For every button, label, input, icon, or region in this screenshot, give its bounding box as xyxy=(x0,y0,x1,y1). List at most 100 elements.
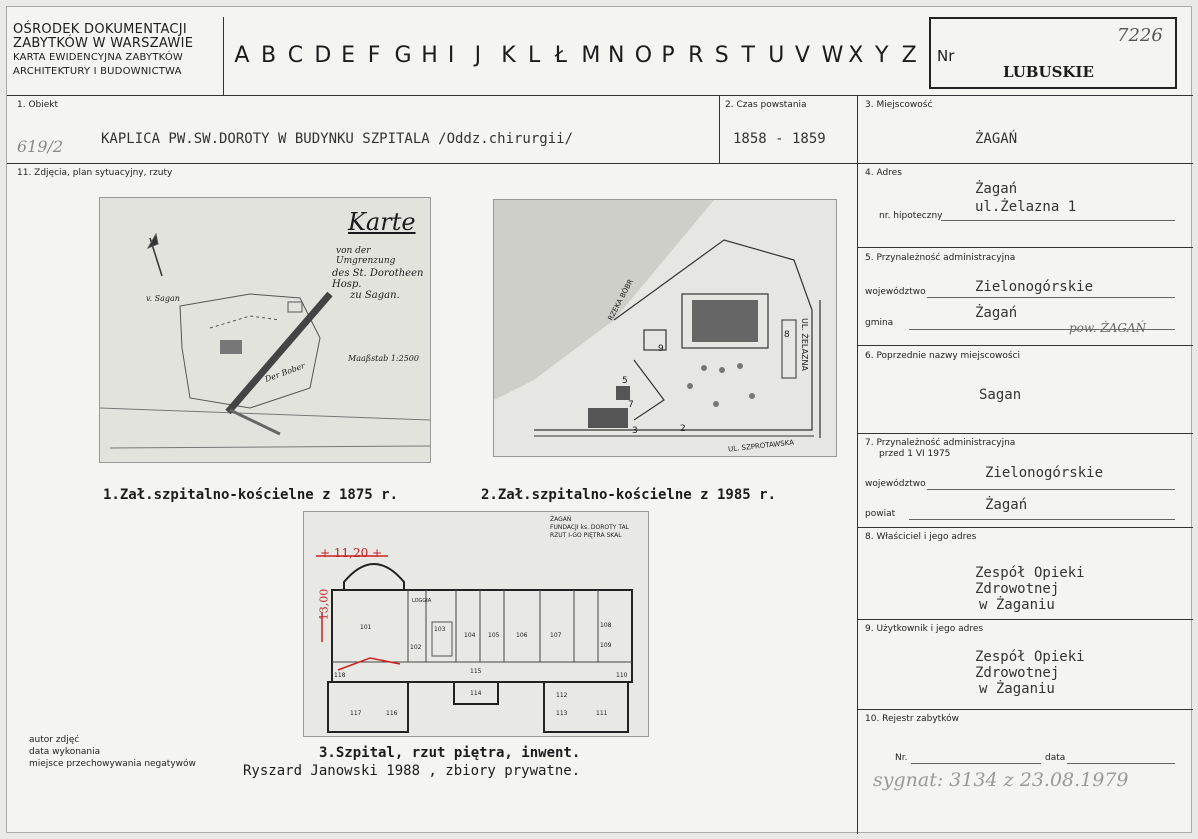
alphabet-letter-25: Z xyxy=(901,43,917,68)
alphabet-letter-17: R xyxy=(688,43,704,68)
plan-header-line-2: FUNDACJI ks. DOROTY TAL xyxy=(550,524,630,531)
photo-site-plan-1985: UL. ŻELAZNA UL. SZPROTAWSKA RZEKA BÓBR 7… xyxy=(493,199,837,457)
plan-room-114: 114 xyxy=(470,690,482,697)
przynaleznosc-label: 5. Przynależność administracyjna xyxy=(865,253,1016,263)
wlasciciel-label: 8. Właściciel i jego adres xyxy=(865,532,977,542)
alphabet-letter-23: X xyxy=(848,43,864,68)
plan-room-117: 117 xyxy=(350,710,362,717)
rejestr-nr-label: Nr. xyxy=(895,753,908,763)
photo-floor-plan: ŻAGAŃ FUNDACJI ks. DOROTY TAL RZUT I-GO … xyxy=(303,511,649,737)
alphabet-letter-14: N xyxy=(608,43,625,68)
alphabet-letter-20: U xyxy=(768,43,785,68)
plan-room-115: 115 xyxy=(470,668,482,675)
uzytkownik-line-3: w Żaganiu xyxy=(979,681,1055,697)
map1-line-2: des St. Dorotheen Hosp. xyxy=(332,268,424,290)
alphabet-letter-22: W xyxy=(821,43,844,68)
miejscowosc-value: ŻAGAŃ xyxy=(975,131,1018,147)
map2-number-5: 5 xyxy=(622,376,628,386)
alphabet-letter-15: O xyxy=(634,43,653,68)
przed-label-1: 7. Przynależność administracyjna xyxy=(865,438,1016,448)
adres-label: 4. Adres xyxy=(865,168,902,178)
alphabet-letter-2: C xyxy=(287,43,304,68)
map1-label-sagan: v. Sagan xyxy=(146,294,180,303)
adres-line-1: Żagań xyxy=(975,181,1018,197)
org-line-1: OŚRODEK DOKUMENTACJI xyxy=(13,22,188,37)
gmina-label: gmina xyxy=(865,318,894,328)
plan-room-104: 104 xyxy=(464,632,476,639)
plan-room-103: 103 xyxy=(434,626,446,633)
region-label: LUBUSKIE xyxy=(1003,63,1094,81)
number-box: Nr 7226 LUBUSKIE xyxy=(929,17,1177,89)
plan-room-118: 118 xyxy=(334,672,346,679)
alphabet-letter-6: G xyxy=(394,43,412,68)
plan-room-102: 102 xyxy=(410,644,422,651)
miejscowosc-label: 3. Miejscowość xyxy=(865,100,933,110)
map1-line-1: von der Umgrenzung xyxy=(336,246,396,266)
gmina-value: Żagań xyxy=(975,305,1018,321)
plan-header-line-3: RZUT I-GO PIĘTRA SKAL xyxy=(550,532,622,539)
photo-historic-map-1875: Karte von der Umgrenzung des St. Dorothe… xyxy=(99,197,431,463)
org-line-3: KARTA EWIDENCYJNA ZABYTKÓW xyxy=(13,52,184,63)
plan-room-109: 109 xyxy=(600,642,612,649)
floor-plan-drawing xyxy=(316,555,633,733)
photo-date-label: data wykonania xyxy=(29,747,101,757)
alphabet-letter-10: K xyxy=(501,43,516,68)
alphabet-letter-0: A xyxy=(234,43,250,68)
wlasciciel-line-3: w Żaganiu xyxy=(979,597,1055,613)
uzytkownik-line-1: Zespół Opieki xyxy=(975,649,1085,665)
plan-room-106: 106 xyxy=(516,632,528,639)
alphabet-letter-12: Ł xyxy=(554,43,568,68)
wojewodztwo-label: województwo xyxy=(865,287,926,297)
plan-room-105: 105 xyxy=(488,632,500,639)
poprzednie-value: Sagan xyxy=(979,387,1022,403)
alphabet-letter-16: P xyxy=(661,43,675,68)
map2-number-8: 8 xyxy=(784,330,790,340)
alphabet-letter-5: F xyxy=(367,43,381,68)
map2-number-7: 7 xyxy=(628,400,634,410)
obiekt-code: 619/2 xyxy=(17,137,64,156)
alphabet-letter-1: B xyxy=(261,43,277,68)
gmina-note: pow. ŻAGAŃ xyxy=(1069,321,1147,335)
negative-location-label: miejsce przechowywania negatywów xyxy=(29,759,196,769)
alphabet-letter-13: M xyxy=(581,43,601,68)
plan-dim-vertical: 13,00 xyxy=(317,588,331,621)
photo-credit: Ryszard Janowski 1988 , zbiory prywatne. xyxy=(243,763,581,779)
plan-room-112: 112 xyxy=(556,692,568,699)
plan-dim-horizontal: + 11,20 + xyxy=(320,546,383,560)
photo-author-label: autor zdjęć xyxy=(29,735,80,745)
przed-label-2: przed 1 VI 1975 xyxy=(879,449,951,459)
plan-room-108: 108 xyxy=(600,622,612,629)
alphabet-letter-8: I xyxy=(447,43,455,68)
caption-2: 2.Zał.szpitalno-kościelne z 1985 r. xyxy=(481,487,777,503)
obiekt-value: KAPLICA PW.SW.DOROTY W BUDYNKU SZPITALA … xyxy=(101,131,574,147)
hipoteczny-label: nr. hipoteczny xyxy=(879,211,943,221)
uzytkownik-line-2: Zdrowotnej xyxy=(975,665,1060,681)
wlasciciel-line-2: Zdrowotnej xyxy=(975,581,1060,597)
plan-loggia: LOGGIA xyxy=(412,598,432,604)
adres-line-2: ul.Żelazna 1 xyxy=(975,199,1077,215)
czas-value: 1858 - 1859 xyxy=(733,131,826,147)
plan-room-113: 113 xyxy=(556,710,568,717)
poprzednie-label: 6. Poprzednie nazwy miejscowości xyxy=(865,351,1020,361)
org-line-2: ZABYTKÓW W WARSZAWIE xyxy=(13,36,194,51)
uzytkownik-label: 9. Użytkownik i jego adres xyxy=(865,624,984,634)
historic-map-drawing xyxy=(100,232,430,449)
wojewodztwo-value: Zielonogórskie xyxy=(975,279,1094,295)
alphabet-letter-18: S xyxy=(714,43,729,68)
alphabet-letter-4: E xyxy=(341,43,356,68)
rejestr-handwritten: sygnat: 3134 z 23.08.1979 xyxy=(873,769,1129,791)
alphabet-letter-19: T xyxy=(741,43,755,68)
nr-handwritten: 7226 xyxy=(1117,25,1163,46)
alphabet-letter-3: D xyxy=(314,43,332,68)
plan-room-107: 107 xyxy=(550,632,562,639)
inventory-card: OŚRODEK DOKUMENTACJI ZABYTKÓW W WARSZAWI… xyxy=(6,6,1193,834)
map2-number-3: 3 xyxy=(632,426,638,436)
photos-section-label: 11. Zdjęcia, plan sytuacyjny, rzuty xyxy=(17,168,173,178)
map1-scale: Maaßstab 1:2500 xyxy=(348,354,419,363)
nr-label: Nr xyxy=(937,47,955,65)
org-line-4: ARCHITEKTURY I BUDOWNICTWA xyxy=(13,66,182,77)
przed-wojewodztwo-label: województwo xyxy=(865,479,926,489)
alphabet-letter-24: Y xyxy=(874,43,889,68)
map1-line-3: zu Sagan. xyxy=(350,290,400,301)
map1-title: Karte xyxy=(348,208,416,236)
